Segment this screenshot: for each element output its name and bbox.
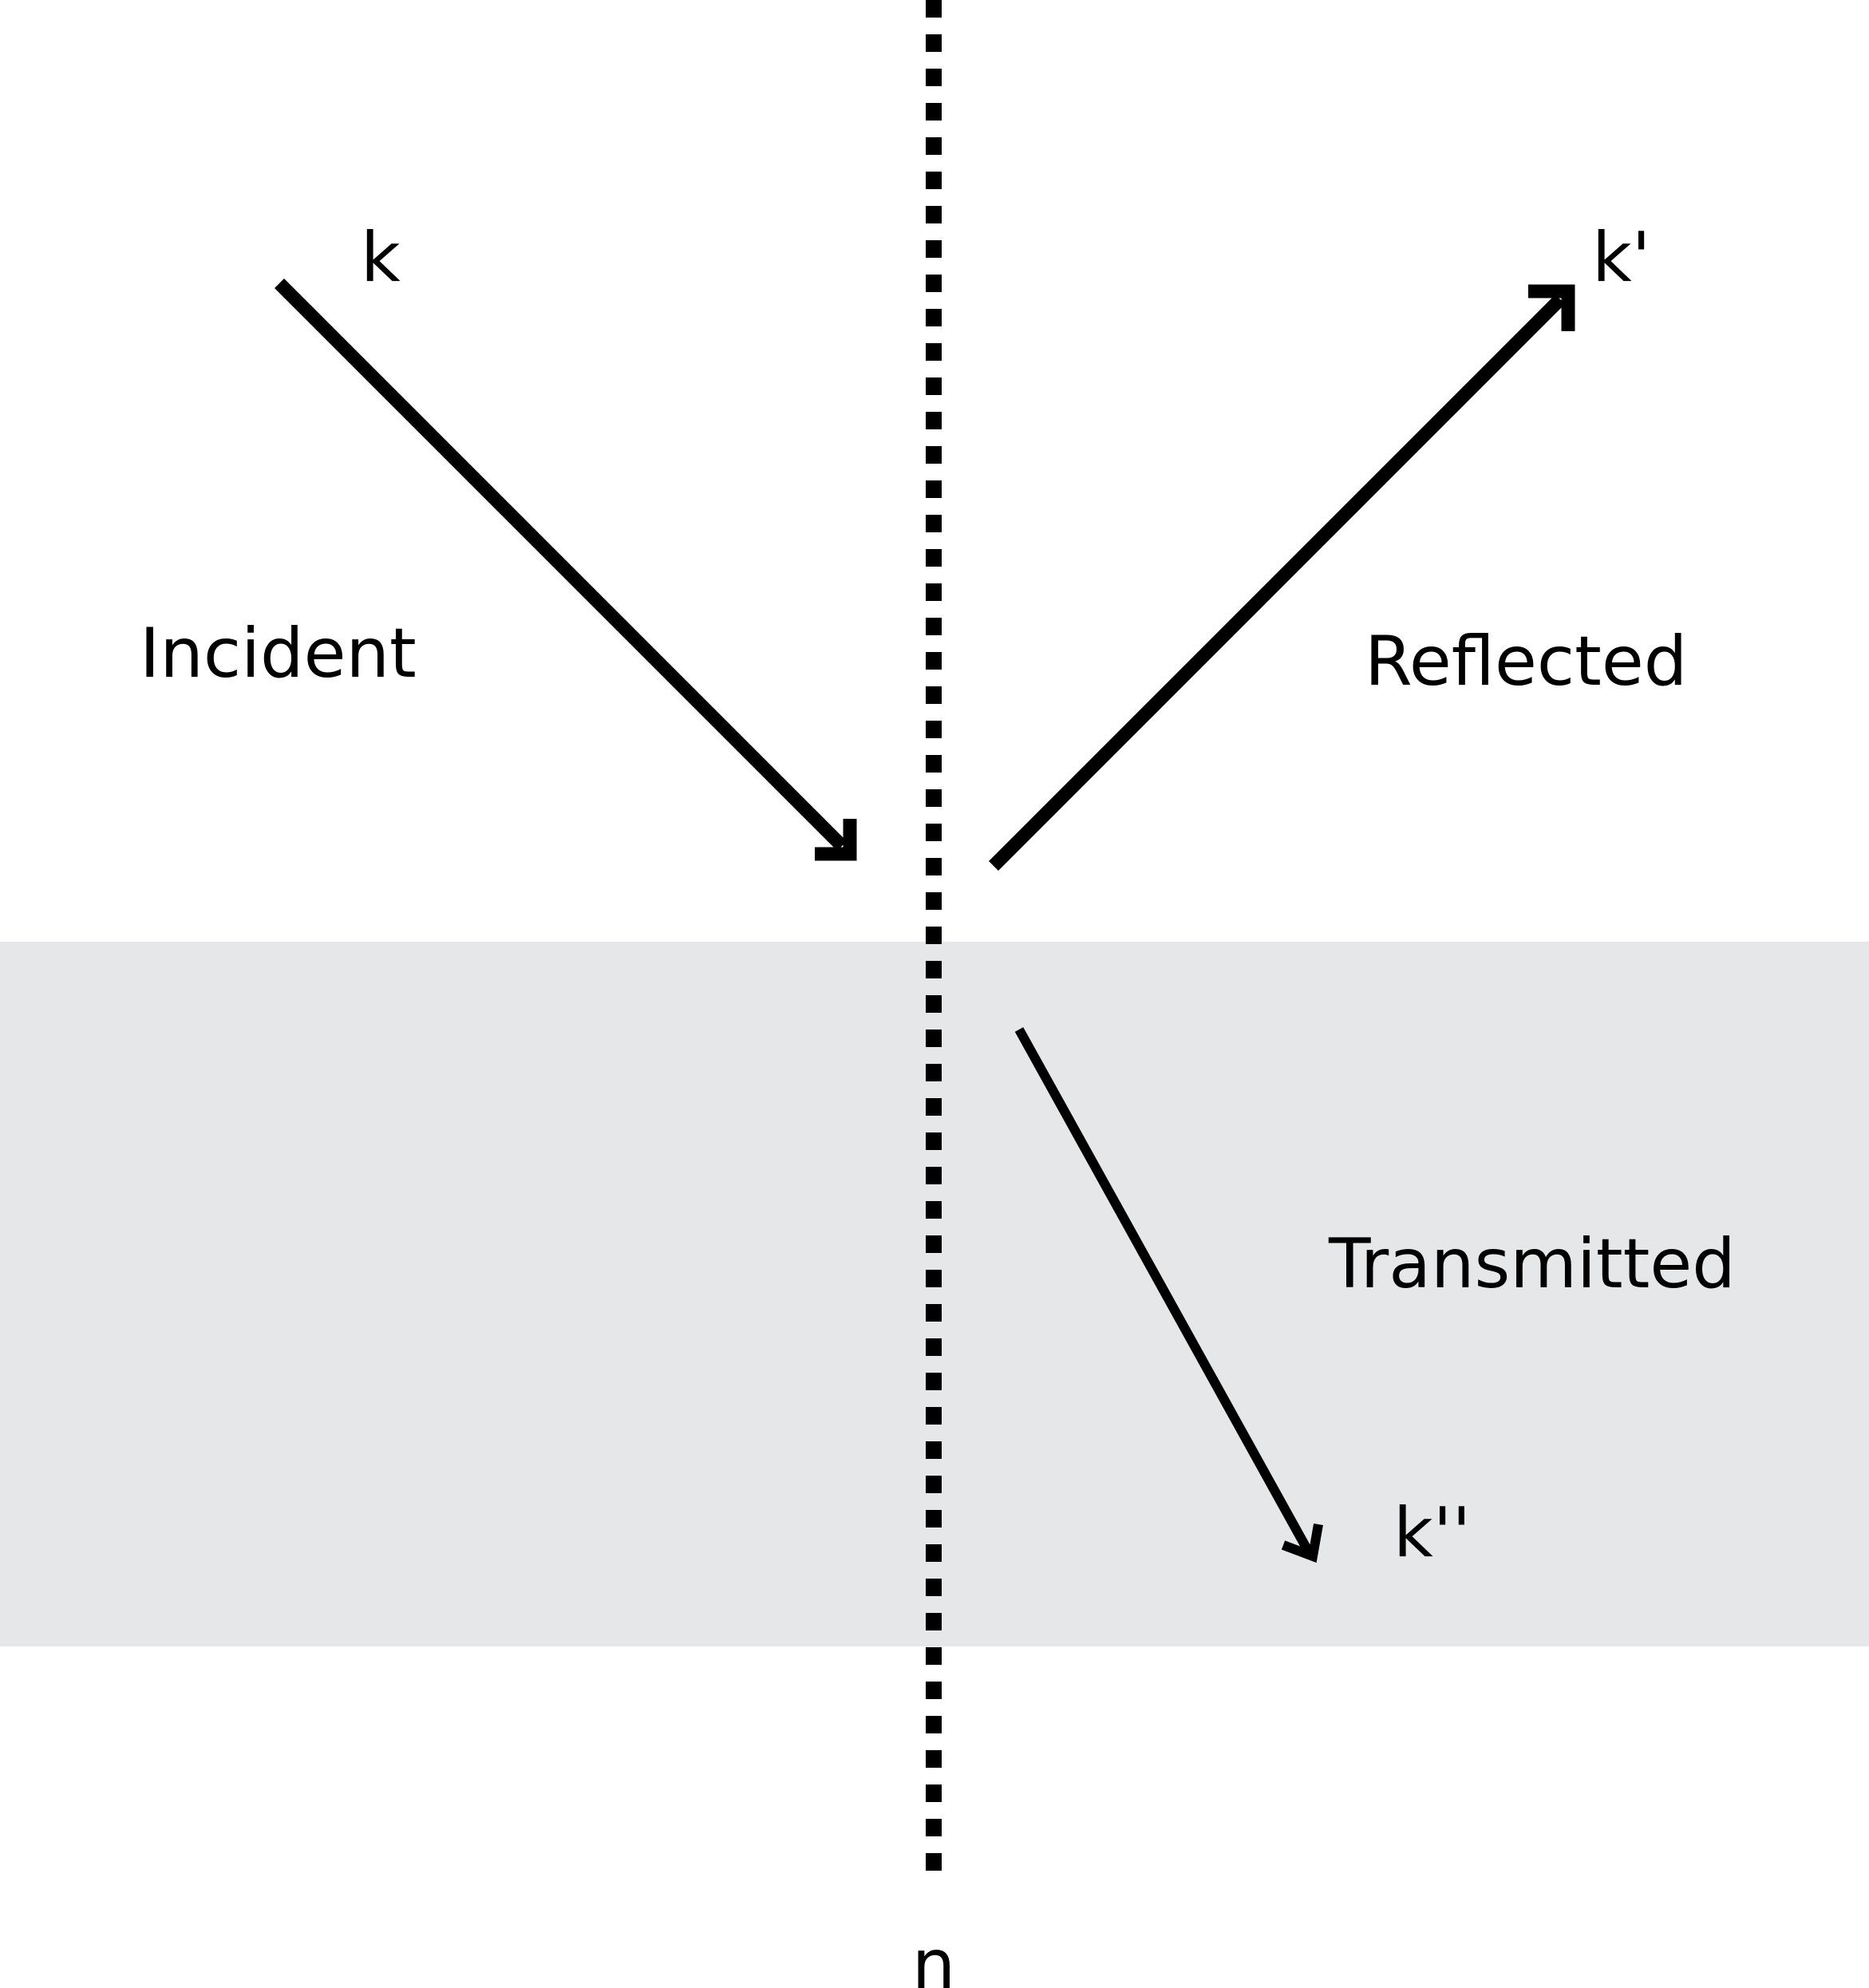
incident-vector-label: k — [361, 218, 401, 298]
incident-ray-arrow — [274, 278, 857, 861]
second-medium-region — [0, 942, 1869, 1646]
transmitted-label: Transmitted — [1328, 1224, 1736, 1304]
reflected-vector-label: k' — [1592, 218, 1650, 298]
transmitted-vector-label: k'' — [1393, 1493, 1471, 1573]
reflected-label: Reflected — [1365, 622, 1687, 702]
normal-label: n — [912, 1925, 956, 1988]
transmitted-ray-arrow — [1014, 1027, 1323, 1563]
incident-label: Incident — [140, 614, 417, 694]
reflected-ray-arrow — [988, 284, 1575, 871]
